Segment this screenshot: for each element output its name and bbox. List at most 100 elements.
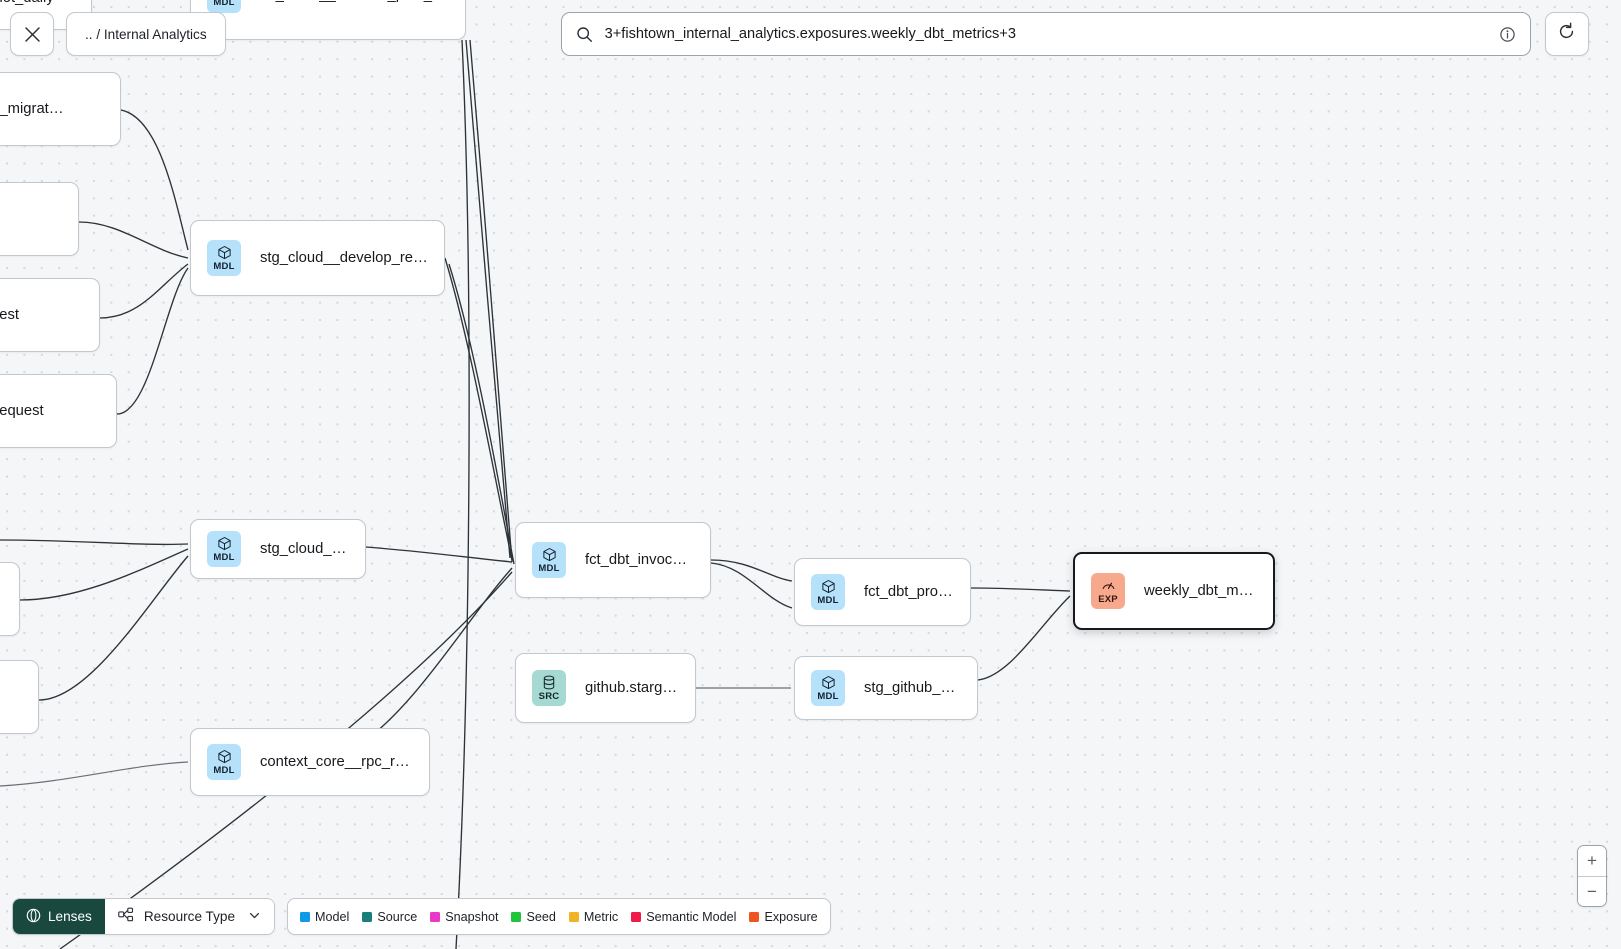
resource-type-icon: [118, 907, 134, 926]
mdl-badge: MDL: [207, 240, 241, 276]
refresh-button[interactable]: [1544, 12, 1589, 56]
badge-label: MDL: [213, 0, 235, 8]
badge-label: MDL: [538, 562, 560, 574]
graph-node[interactable]: _run: [0, 660, 39, 734]
breadcrumb-label: .. / Internal Analytics: [85, 26, 207, 42]
badge-label: EXP: [1098, 593, 1118, 605]
node-label: _develop_request: [0, 403, 44, 419]
zoom-controls: + −: [1577, 845, 1607, 907]
legend-swatch: [568, 911, 579, 922]
legend-label: Semantic Model: [646, 909, 737, 924]
legend-swatch: [362, 911, 373, 922]
legend-label: Seed: [526, 909, 556, 924]
search-bar[interactable]: [560, 12, 1531, 56]
mdl-badge: MDL: [811, 574, 845, 610]
node-label: github.stargazers: [585, 680, 679, 696]
badge-label: MDL: [213, 260, 235, 272]
resource-type-button[interactable]: Resource Type: [104, 899, 275, 934]
lenses-label: Lenses: [48, 909, 92, 924]
resource-type-legend: Model Source Snapshot Seed Metric Semantic Mo…: [287, 898, 831, 935]
legend-label: Snapshot: [445, 909, 499, 924]
graph-node[interactable]: MDL fct_dbt_invocations: [515, 522, 711, 598]
resource-type-label: Resource Type: [143, 909, 236, 924]
graph-node[interactable]: MDL int_cloud__account_plan_history: [190, 0, 466, 40]
mdl-badge: MDL: [207, 0, 241, 13]
graph-node[interactable]: multicell_migrat…: [0, 72, 121, 146]
top-toolbar: .. / Internal Analytics: [10, 12, 1609, 56]
legend-swatch: [511, 911, 522, 922]
graph-node[interactable]: SRC github.stargazers: [515, 653, 696, 723]
exposure-icon: [1101, 578, 1116, 593]
graph-node[interactable]: MDL stg_github__stars: [794, 656, 978, 720]
legend-swatch: [430, 911, 441, 922]
legend-swatch: [631, 911, 642, 922]
legend-item[interactable]: Semantic Model: [631, 910, 736, 924]
search-input[interactable]: [604, 14, 1487, 54]
cube-icon: [821, 675, 836, 690]
legend-item[interactable]: Seed: [511, 909, 556, 924]
database-icon: [542, 675, 556, 690]
node-label: stg_github__stars: [864, 680, 961, 696]
close-icon: [24, 26, 41, 43]
lenses-button[interactable]: Lenses: [13, 899, 105, 934]
legend-label: Metric: [583, 909, 619, 924]
bottom-toolbar: Lenses Resource Type: [12, 898, 831, 935]
mdl-badge: MDL: [811, 670, 845, 706]
chevron-down-icon: [248, 909, 261, 925]
cube-icon: [542, 547, 557, 562]
lenses-icon: [26, 908, 41, 926]
legend-swatch: [300, 911, 311, 922]
graph-node[interactable]: _develop_request: [0, 374, 117, 448]
src-badge: SRC: [532, 670, 566, 706]
graph-node[interactable]: MDL stg_cloud__develop_requests: [190, 220, 445, 296]
mdl-badge: MDL: [207, 531, 241, 567]
node-label: fct_dbt_projects: [864, 584, 954, 600]
mdl-badge: MDL: [207, 744, 241, 780]
exp-badge: EXP: [1091, 573, 1125, 609]
graph-node[interactable]: MDL fct_dbt_projects: [794, 558, 971, 626]
node-label: velop_request: [0, 307, 19, 323]
mdl-badge: MDL: [532, 542, 566, 578]
zoom-in-button[interactable]: +: [1578, 846, 1606, 876]
badge-label: MDL: [817, 594, 839, 606]
graph-node[interactable]: MDL context_core__rpc_request: [190, 728, 430, 796]
badge-label: MDL: [213, 551, 235, 563]
graph-node[interactable]: n: [0, 562, 20, 636]
legend-item[interactable]: Metric: [568, 909, 619, 924]
node-label: fct_dbt_invocations: [585, 552, 694, 568]
node-label: int_cloud__account_plan_history: [260, 0, 449, 3]
node-label: snapshot_daily: [0, 0, 54, 6]
search-icon: [576, 26, 593, 43]
graph-node[interactable]: EXP weekly_dbt_metrics: [1073, 552, 1275, 630]
graph-node[interactable]: op_request: [0, 182, 79, 256]
cube-icon: [217, 245, 232, 260]
zoom-out-button[interactable]: −: [1578, 876, 1606, 906]
node-label: multicell_migrat…: [0, 101, 64, 117]
cube-icon: [217, 536, 232, 551]
node-label: stg_cloud__develop_requests: [260, 250, 428, 266]
legend-label: Source: [377, 909, 418, 924]
legend-item[interactable]: Model: [300, 910, 349, 924]
info-icon[interactable]: [1499, 26, 1516, 43]
node-label: context_core__rpc_request: [260, 754, 413, 770]
legend-item[interactable]: Source: [362, 910, 417, 924]
legend-item[interactable]: Exposure: [749, 909, 818, 924]
lens-group: Lenses Resource Type: [12, 898, 276, 935]
node-label: weekly_dbt_metrics: [1144, 583, 1257, 599]
close-button[interactable]: [10, 12, 54, 56]
refresh-icon: [1557, 22, 1576, 46]
cube-icon: [217, 749, 232, 764]
badge-label: SRC: [538, 690, 560, 702]
badge-label: MDL: [213, 764, 235, 776]
legend-item[interactable]: Snapshot: [430, 910, 498, 924]
badge-label: MDL: [817, 690, 839, 702]
legend-label: Model: [315, 909, 350, 924]
legend-label: Exposure: [764, 909, 818, 924]
breadcrumb[interactable]: .. / Internal Analytics: [66, 12, 226, 56]
graph-node[interactable]: velop_request: [0, 278, 100, 352]
cube-icon: [821, 579, 836, 594]
